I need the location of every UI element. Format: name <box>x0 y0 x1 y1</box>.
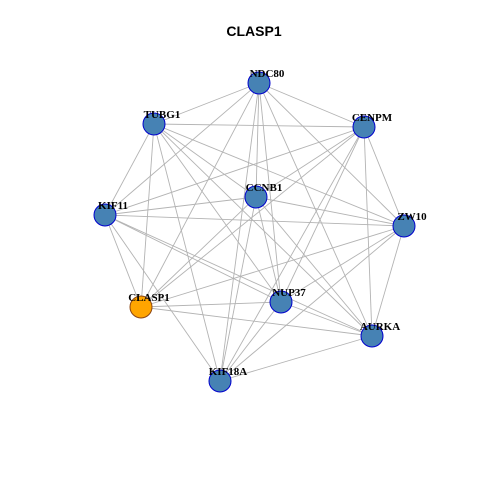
node-circle-clasp1 <box>129 295 153 319</box>
edge-cenpm-aurka <box>363 126 373 337</box>
node-circle-ccnb1 <box>244 185 268 209</box>
node-kif18a: KIF18A <box>208 366 248 393</box>
node-circle-zw10 <box>392 214 416 238</box>
edge-cenpm-ccnb1 <box>255 126 365 198</box>
node-ndc80: NDC80 <box>247 68 285 95</box>
edge-tubg1-clasp1 <box>140 123 155 308</box>
node-tubg1: TUBG1 <box>142 109 181 136</box>
edge-cenpm-kif18a <box>219 126 365 382</box>
edge-ndc80-clasp1 <box>140 82 260 308</box>
edge-ccnb1-aurka <box>255 196 373 337</box>
edge-cenpm-zw10 <box>363 126 405 227</box>
graph-title: CLASP1 <box>226 23 281 39</box>
edge-tubg1-kif11 <box>104 123 155 216</box>
node-circle-cenpm <box>352 115 376 139</box>
node-circle-ndc80 <box>247 71 271 95</box>
node-clasp1: CLASP1 <box>128 292 170 319</box>
node-aurka: AURKA <box>360 321 400 348</box>
edge-tubg1-cenpm <box>153 123 365 128</box>
node-label-tubg1: TUBG1 <box>144 109 181 121</box>
node-label-nup37: NUP37 <box>272 287 306 299</box>
edge-ccnb1-nup37 <box>255 196 282 303</box>
edge-cenpm-nup37 <box>280 126 365 303</box>
edge-ndc80-tubg1 <box>153 82 260 125</box>
edge-cenpm-kif11 <box>104 126 365 216</box>
node-circle-nup37 <box>269 290 293 314</box>
edge-kif11-zw10 <box>104 214 405 227</box>
edge-kif11-kif18a <box>104 214 221 382</box>
node-circle-kif11 <box>93 203 117 227</box>
edge-ndc80-ccnb1 <box>255 82 260 198</box>
node-label-kif18a: KIF18A <box>209 366 248 378</box>
edge-ccnb1-clasp1 <box>140 196 257 308</box>
node-ccnb1: CCNB1 <box>244 182 283 209</box>
edge-ndc80-nup37 <box>258 82 282 303</box>
edge-ndc80-kif11 <box>104 82 260 216</box>
edge-clasp1-aurka <box>140 306 373 337</box>
node-cenpm: CENPM <box>352 112 393 139</box>
edge-ndc80-cenpm <box>258 82 365 128</box>
node-kif11: KIF11 <box>93 200 128 227</box>
edge-clasp1-nup37 <box>140 301 282 308</box>
edge-zw10-kif18a <box>219 225 405 382</box>
edge-kif11-clasp1 <box>104 214 142 308</box>
node-circle-tubg1 <box>142 112 166 136</box>
edge-tubg1-aurka <box>153 123 373 337</box>
edge-kif11-aurka <box>104 214 373 337</box>
node-label-kif11: KIF11 <box>98 200 128 212</box>
edge-kif11-nup37 <box>104 214 282 303</box>
node-label-cenpm: CENPM <box>352 112 393 124</box>
node-label-aurka: AURKA <box>360 321 400 333</box>
node-circle-aurka <box>360 324 384 348</box>
edge-zw10-aurka <box>371 225 405 337</box>
edge-zw10-clasp1 <box>140 225 405 308</box>
node-label-zw10: ZW10 <box>397 211 427 223</box>
edge-tubg1-zw10 <box>153 123 405 227</box>
edge-layer <box>104 82 405 382</box>
edge-ndc80-kif18a <box>219 82 260 382</box>
edge-ndc80-aurka <box>258 82 373 337</box>
node-label-clasp1: CLASP1 <box>128 292 170 304</box>
edge-aurka-kif18a <box>219 335 373 382</box>
edge-nup37-kif18a <box>219 301 282 382</box>
node-circle-kif18a <box>208 369 232 393</box>
node-nup37: NUP37 <box>269 287 306 314</box>
edge-ndc80-zw10 <box>258 82 405 227</box>
edge-ccnb1-kif18a <box>219 196 257 382</box>
node-zw10: ZW10 <box>392 211 427 238</box>
edge-ccnb1-zw10 <box>255 196 405 227</box>
edge-zw10-nup37 <box>280 225 405 303</box>
node-label-ndc80: NDC80 <box>250 68 285 80</box>
edge-nup37-aurka <box>280 301 373 337</box>
edge-tubg1-nup37 <box>153 123 282 303</box>
edge-ccnb1-kif11 <box>104 196 257 216</box>
node-label-ccnb1: CCNB1 <box>246 182 283 194</box>
edge-tubg1-ccnb1 <box>153 123 257 198</box>
